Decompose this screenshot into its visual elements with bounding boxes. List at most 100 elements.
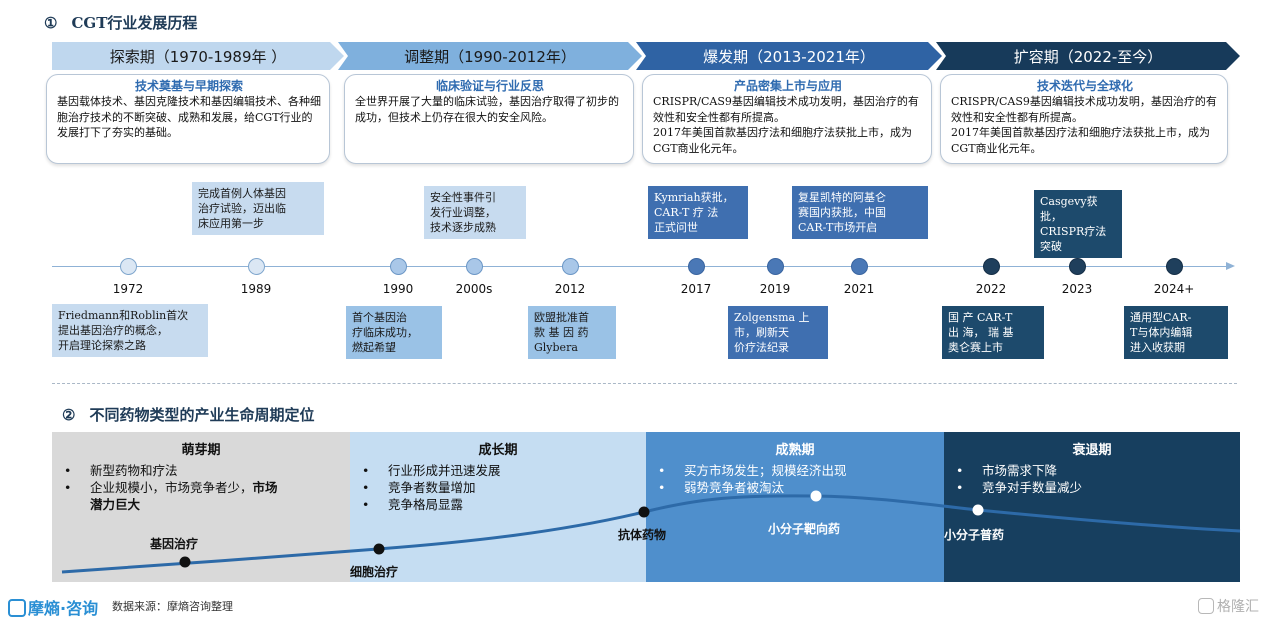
era-box-body: CRISPR/CAS9基因编辑技术成功发明，基因治疗的有效性和安全性都有所提高。… [951,95,1217,155]
year-label: 2017 [680,282,712,296]
curve-label-generic-small-molecule: 小分子普药 [944,528,1005,542]
stage-mature: 成熟期 买方市场发生；规模经济出现 弱势竞争者被淘汰 [646,432,944,582]
section2-title-text: 不同药物类型的产业生命周期定位 [89,406,315,424]
stage-bullet: 竞争对手数量减少 [956,479,1240,496]
era-box-2: 临床验证与行业反思 全世界开展了大量的临床试验，基因治疗取得了初步的成功，但技术… [344,74,634,164]
section1-number: ① [44,14,58,32]
stage-bullet: 竞争格局显露 [362,496,646,513]
curve-point-generic-small-molecule [972,504,984,516]
stage-decline: 衰退期 市场需求下降 竞争对手数量减少 [944,432,1240,582]
stage-bullet: 竞争者数量增加 [362,479,646,496]
timeline-dot-2021 [851,258,868,275]
year-label: 2022 [975,282,1007,296]
event-note-1972: Friedmann和Roblin首次 提出基因治疗的概念， 开启理论探索之路 [52,304,208,357]
data-source: 数据来源：摩熵咨询整理 [112,600,233,613]
stage-bullet-continued: 潜力巨大 [90,497,141,512]
stage-bullet: 行业形成并迅速发展 [362,462,646,479]
era-chevron-4: 扩容期（2022-至今） [936,42,1240,70]
stage-bullet: 企业规模小，市场竞争者少，市场 [64,479,350,496]
timeline-dot-2019 [767,258,784,275]
era-box-body: 全世界开展了大量的临床试验，基因治疗取得了初步的成功，但技术上仍存在很大的安全风… [355,95,619,124]
timeline-axis [52,266,1232,267]
year-label: 2019 [759,282,791,296]
stage-bullets: 市场需求下降 竞争对手数量减少 [944,462,1240,496]
stage-title: 衰退期 [1072,443,1112,458]
era-chevron-2: 调整期（1990-2012年） [338,42,642,70]
event-note-1990: 首个基因治 疗临床成功， 燃起希望 [346,306,442,359]
watermark-icon [1198,598,1214,614]
timeline-dot-2017 [688,258,705,275]
timeline-dot-1990 [390,258,407,275]
curve-point-targeted-small-molecule [810,490,822,502]
curve-label-targeted-small-molecule: 小分子靶向药 [768,522,841,536]
stage-growth: 成长期 行业形成并迅速发展 竞争者数量增加 竞争格局显露 [350,432,646,582]
stage-bullet: 市场需求下降 [956,462,1240,479]
era-box-3: 产品密集上市与应用 CRISPR/CAS9基因编辑技术成功发明，基因治疗的有效性… [642,74,932,164]
event-note-2019: Zolgensma 上 市，刷新天 价疗法纪录 [728,306,828,359]
era-box-body: CRISPR/CAS9基因编辑技术成功发明，基因治疗的有效性和安全性都有所提高。… [653,95,919,155]
era-box-title: 技术迭代与全球化 [1036,79,1133,93]
event-note-2022: 国 产 CAR-T 出 海， 瑞 基 奥仑赛上市 [942,306,1044,359]
curve-label-antibody: 抗体药物 [618,528,667,542]
watermark-text: 格隆汇 [1217,599,1259,615]
timeline-dot-1972 [120,258,137,275]
year-label: 1990 [382,282,414,296]
timeline-dot-1989 [248,258,265,275]
event-note-1989: 完成首例人体基因 治疗试验，迈出临 床应用第一步 [192,182,324,235]
lifecycle-curve-line [61,494,1241,574]
brand-logo: 摩熵·咨询 [8,595,98,619]
stage-title: 成熟期 [775,443,815,458]
era-box-title: 技术奠基与早期探索 [134,79,243,93]
event-note-2017: Kymriah获批， CAR-T 疗 法 正式问世 [648,186,748,239]
event-note-2000s: 安全性事件引 发行业调整， 技术逐步成熟 [424,186,526,239]
event-note-2012: 欧盟批准首 款 基 因 药 Glybera [528,306,616,359]
year-label: 1989 [240,282,272,296]
stage-bullets: 新型药物和疗法 企业规模小，市场竞争者少，市场 潜力巨大 [52,462,350,513]
timeline-dot-2022 [983,258,1000,275]
section2-title: ② 不同药物类型的产业生命周期定位 [62,404,314,425]
year-label: 2012 [554,282,586,296]
era-chevron-1: 探索期（1970-1989年 ） [52,42,344,70]
stage-bullet: 买方市场发生；规模经济出现 [658,462,944,479]
stage-bullets: 买方市场发生；规模经济出现 弱势竞争者被淘汰 [646,462,944,496]
event-note-2023: Casgevy获批， CRISPR疗法 突破 [1034,190,1122,258]
era-box-4: 技术迭代与全球化 CRISPR/CAS9基因编辑技术成功发明，基因治疗的有效性和… [940,74,1228,164]
year-label: 1972 [112,282,144,296]
stage-title: 萌芽期 [181,443,221,458]
stage-bullet-bold: 市场 [252,480,278,495]
timeline-dot-2000s [466,258,483,275]
era-box-1: 技术奠基与早期探索 基因载体技术、基因克隆技术和基因编辑技术、各种细胞治疗技术的… [46,74,330,164]
year-label: 2023 [1061,282,1093,296]
stage-title: 成长期 [478,443,518,458]
watermark: 格隆汇 [1198,596,1259,616]
stage-bullets: 行业形成并迅速发展 竞争者数量增加 竞争格局显露 [350,462,646,513]
year-label: 2024+ [1153,282,1195,296]
era-chevron-3: 爆发期（2013-2021年） [636,42,942,70]
event-note-2024: 通用型CAR- T与体内编辑 进入收获期 [1124,306,1228,359]
stage-embryonic: 萌芽期 新型药物和疗法 企业规模小，市场竞争者少，市场 潜力巨大 [52,432,350,582]
curve-point-cell-therapy [373,543,385,555]
stage-bullet-text: 企业规模小，市场竞争者少， [90,480,253,495]
section-divider [52,383,1237,384]
timeline-dot-2023 [1069,258,1086,275]
section1-title-text: CGT行业发展历程 [71,14,198,32]
stage-bullet: 新型药物和疗法 [64,462,350,479]
year-label: 2021 [843,282,875,296]
brand-logo-icon [8,599,26,617]
year-label: 2000s [455,282,493,296]
section1-title: ① CGT行业发展历程 [44,12,197,33]
section2-number: ② [62,406,76,424]
stage-bullet: 弱势竞争者被淘汰 [658,479,944,496]
timeline-dot-2024 [1166,258,1183,275]
curve-point-gene-therapy [179,556,191,568]
curve-label-cell-therapy: 细胞治疗 [350,565,399,579]
timeline-dot-2012 [562,258,579,275]
brand-logo-text: 摩熵·咨询 [28,599,99,618]
curve-label-gene-therapy: 基因治疗 [150,537,199,551]
era-box-body: 基因载体技术、基因克隆技术和基因编辑技术、各种细胞治疗技术的不断突破、成熟和发展… [57,95,321,139]
event-note-2021: 复星凯特的阿基仑 赛国内获批，中国 CAR-T市场开启 [792,186,928,239]
era-box-title: 产品密集上市与应用 [733,79,842,93]
timeline-arrow-icon [1226,262,1235,270]
era-box-title: 临床验证与行业反思 [435,79,544,93]
